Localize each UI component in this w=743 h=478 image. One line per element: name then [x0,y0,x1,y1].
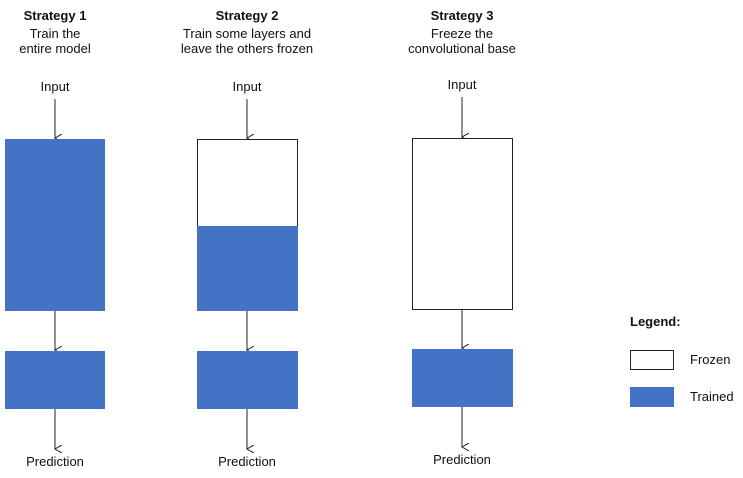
strategy-2-classifier-trained [197,351,298,409]
legend-frozen-label: Frozen [690,352,731,367]
legend-frozen-swatch [630,350,674,370]
strategy-2-convolutional-base-trained-part [197,226,298,311]
strategy-2-input-label: Input [232,79,262,94]
strategy-2-title: Strategy 2 [215,8,279,23]
strategy-2-prediction-label: Prediction [218,454,276,469]
strategy-1-classifier-trained [5,351,105,409]
strategy-2-subtitle-line2: leave the others frozen [180,41,314,56]
strategy-1-prediction-label: Prediction [26,454,84,469]
strategy-3-input-label: Input [447,77,477,92]
strategy-3-classifier-trained [412,349,513,407]
legend-title: Legend: [630,314,681,329]
legend-trained-label: Trained [690,389,734,404]
strategy-1-title: Strategy 1 [23,8,87,23]
strategy-2-subtitle-line1: Train some layers and [182,26,312,41]
strategy-3-subtitle-line2: convolutional base [408,41,516,56]
strategy-1-subtitle-line2: entire model [19,41,91,56]
strategy-3-subtitle-line1: Freeze the [430,26,494,41]
strategy-1-convolutional-base-trained [5,139,105,311]
strategy-3-prediction-label: Prediction [433,452,491,467]
legend-trained-swatch [630,387,674,407]
strategy-3-title: Strategy 3 [430,8,494,23]
strategy-3-convolutional-base-frozen [412,138,513,310]
strategy-1-input-label: Input [40,79,70,94]
strategy-1-subtitle-line1: Train the [29,26,81,41]
